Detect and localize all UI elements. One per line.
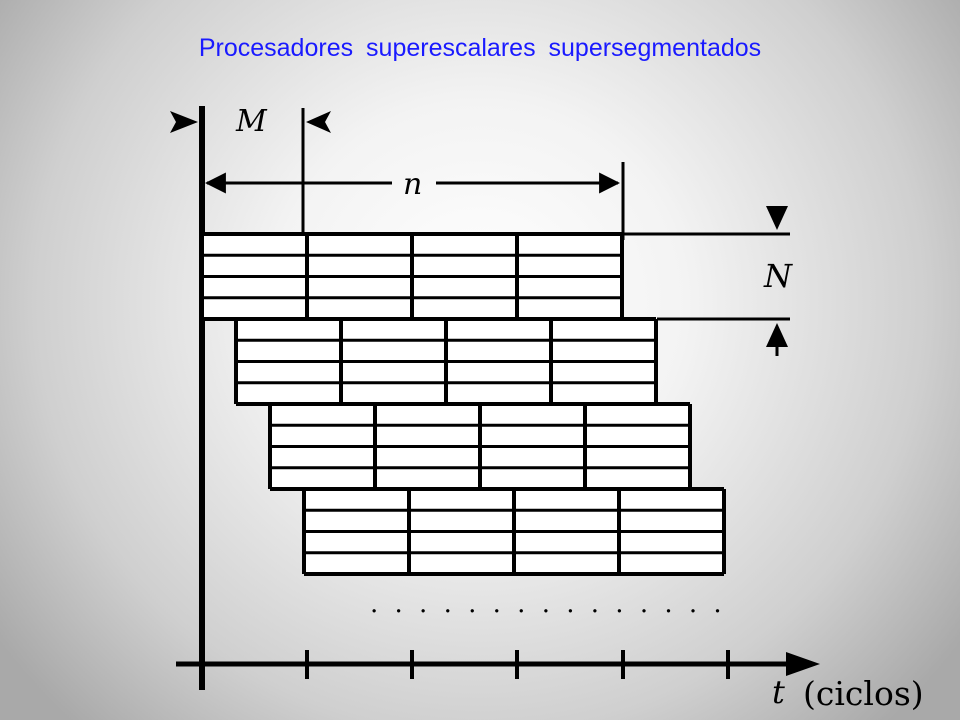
time-units-label: (ciclos) (803, 674, 924, 713)
big-n-arrow-down (766, 206, 788, 230)
slide-title: Procesadores superescalares supersegment… (198, 34, 762, 62)
n-label: n (403, 167, 422, 202)
big-n-label: N (763, 257, 793, 295)
big-n-arrow-up (766, 323, 788, 347)
m-arrow-left (170, 111, 198, 133)
m-arrow-right (306, 111, 331, 133)
m-label: M (235, 104, 268, 139)
pipeline-blocks (200, 232, 726, 576)
continuation-dots: . . . . . . . . . . . . . . . (370, 589, 726, 619)
axis-ticks (200, 650, 730, 679)
time-axis-label: t (772, 673, 785, 711)
time-axis-arrowhead (786, 652, 820, 676)
